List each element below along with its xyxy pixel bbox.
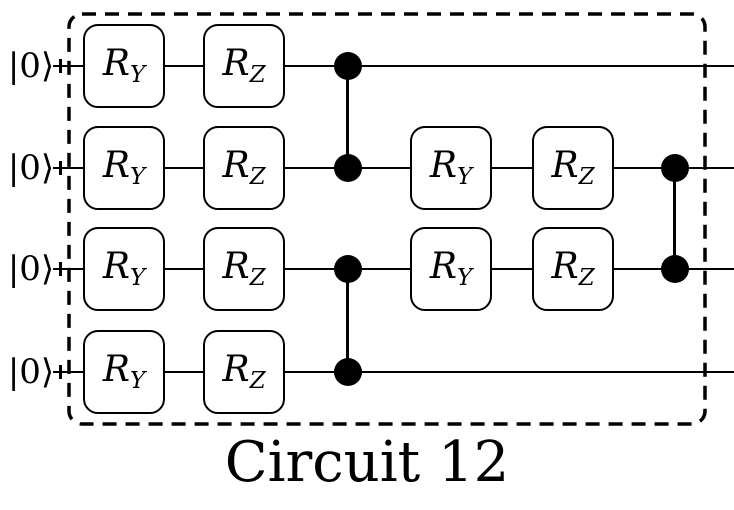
- gate-base: R: [551, 245, 579, 287]
- wire-start-tick-0: [59, 59, 62, 73]
- gate-rz-l4-q2: RZ: [532, 227, 614, 311]
- gate-subscript: Z: [249, 61, 266, 88]
- gate-subscript: Z: [578, 264, 595, 291]
- gate-base: R: [429, 245, 457, 287]
- gate-base: R: [102, 245, 130, 287]
- gate-ry-l1-q2: RY: [83, 227, 165, 311]
- gate-base: R: [102, 42, 130, 84]
- gate-rz-l2-q1: RZ: [203, 126, 285, 210]
- wire-start-tick-2: [59, 262, 62, 276]
- gate-ry-l1-q3: RY: [83, 330, 165, 414]
- ket-label-q2: |0⟩: [7, 249, 55, 289]
- ket-label-q1: |0⟩: [7, 148, 55, 188]
- gate-subscript: Z: [249, 367, 266, 394]
- cz-control-dot-q0: [334, 52, 362, 80]
- gate-subscript: Y: [129, 61, 146, 88]
- gate-base: R: [102, 144, 130, 186]
- gate-ry-l3-q2: RY: [410, 227, 492, 311]
- gate-base: R: [222, 348, 250, 390]
- gate-subscript: Y: [129, 264, 146, 291]
- gate-subscript: Y: [129, 163, 146, 190]
- cz-control-dot-q1-right: [661, 154, 689, 182]
- cz-control-dot-q3: [334, 358, 362, 386]
- cz-connector-q2-q3: [346, 269, 349, 372]
- gate-rz-l2-q2: RZ: [203, 227, 285, 311]
- cz-connector-q0-q1: [346, 66, 349, 168]
- gate-subscript: Z: [249, 264, 266, 291]
- gate-subscript: Y: [456, 264, 473, 291]
- gate-rz-l2-q3: RZ: [203, 330, 285, 414]
- gate-base: R: [222, 42, 250, 84]
- gate-subscript: Y: [129, 367, 146, 394]
- cz-control-dot-q1: [334, 154, 362, 182]
- gate-base: R: [429, 144, 457, 186]
- gate-rz-l2-q0: RZ: [203, 24, 285, 108]
- wire-start-tick-3: [59, 365, 62, 379]
- cz-connector-q1-q2: [673, 168, 676, 269]
- cz-control-dot-q2: [334, 255, 362, 283]
- gate-base: R: [102, 348, 130, 390]
- ket-label-q0: |0⟩: [7, 46, 55, 86]
- wire-start-tick-1: [59, 161, 62, 175]
- gate-base: R: [551, 144, 579, 186]
- gate-subscript: Y: [456, 163, 473, 190]
- gate-base: R: [222, 245, 250, 287]
- cz-control-dot-q2-right: [661, 255, 689, 283]
- gate-ry-l1-q0: RY: [83, 24, 165, 108]
- gate-base: R: [222, 144, 250, 186]
- gate-ry-l1-q1: RY: [83, 126, 165, 210]
- gate-rz-l4-q1: RZ: [532, 126, 614, 210]
- gate-ry-l3-q1: RY: [410, 126, 492, 210]
- figure-caption: Circuit 12: [224, 430, 510, 495]
- gate-subscript: Z: [578, 163, 595, 190]
- ket-label-q3: |0⟩: [7, 352, 55, 392]
- gate-subscript: Z: [249, 163, 266, 190]
